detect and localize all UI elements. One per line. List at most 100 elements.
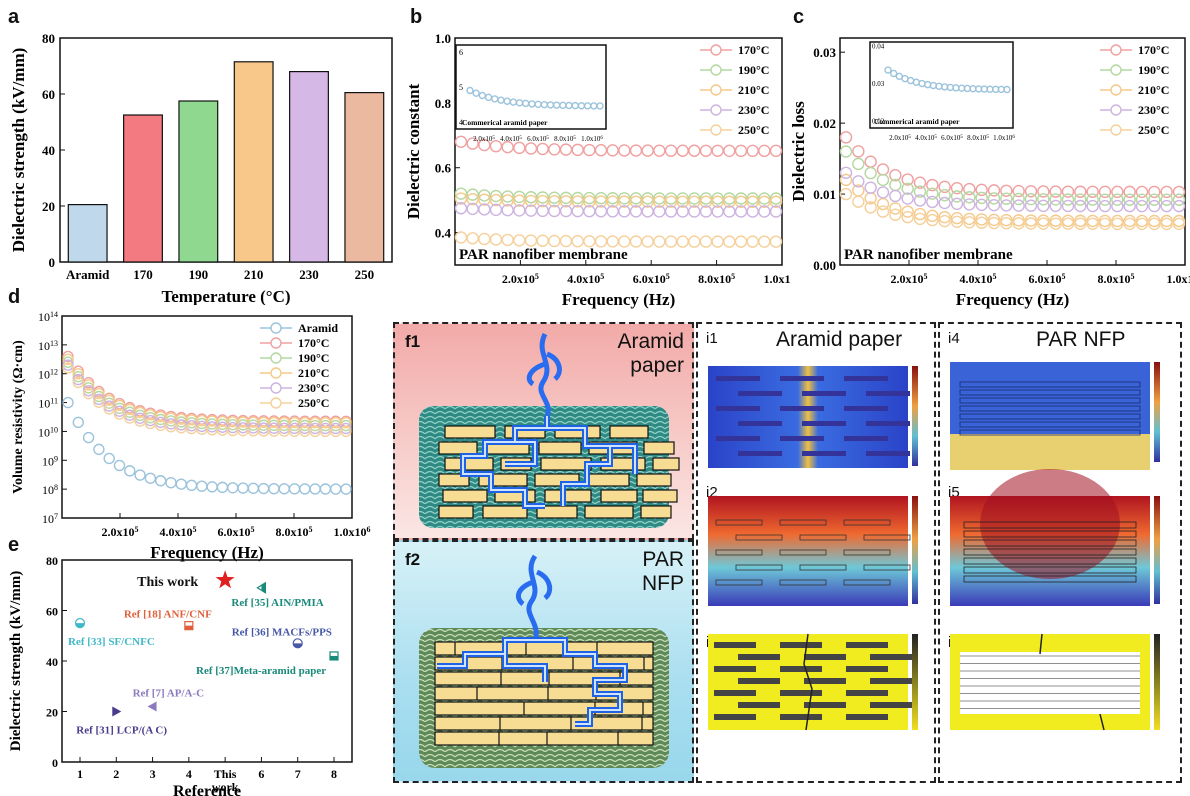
panel-label-i2: i2 [706,484,718,501]
layer-outline [963,557,1137,565]
series-point-230°C [1012,199,1025,212]
platelet [846,714,888,720]
y-tick-label: 0.00 [813,258,836,273]
legend-marker [270,337,282,349]
series-point-230°C [950,197,964,211]
series-point-190°C [340,419,352,432]
series-point-210°C [72,368,84,380]
ref-marker [147,701,157,712]
series-point-250°C [676,235,689,248]
series-point-250°C [746,235,759,248]
legend-marker [710,104,722,116]
series-point-170°C [1135,185,1149,199]
series-point-230°C [340,422,352,435]
legend-label: 170°C [298,336,329,350]
series-point-250°C [618,235,631,248]
field-map-i4-low [950,434,1150,470]
series-point-210°C [975,213,988,226]
legend-label: 230°C [298,381,329,395]
platelet [804,678,846,684]
series-point-190°C [1061,193,1075,206]
series-point-Aramid [257,482,270,495]
series-point-250°C [926,213,939,227]
series-point-190°C [864,166,877,180]
layer-outline [963,566,1137,574]
platelet [716,376,760,381]
inset-frame [455,44,607,130]
series-point-230°C [1172,199,1186,213]
y-tick-label: 0.6 [435,161,452,176]
bar [67,204,108,263]
series-point-230°C [1049,199,1062,213]
nanosheet-brick [544,489,592,503]
layer-outline [959,413,1141,420]
x-tick-label: 210 [244,267,264,282]
platelet [870,702,912,708]
series-point-170°C [571,143,584,157]
legend-marker [270,367,282,379]
layer-outline [959,397,1141,404]
y-tick-label: 80 [42,31,55,46]
series-point-170°C [963,182,976,196]
platelet [716,406,760,411]
series-point-Aramid [340,483,352,495]
layer-outline [963,530,1137,538]
series-point-Aramid [206,481,218,493]
series-point-170°C [889,169,902,182]
nanosheet-brick [584,505,634,519]
series-point-170°C [513,141,526,155]
series-point-250°C [72,376,84,389]
series-point-190°C [1024,192,1038,206]
inset-y-tick-label: 0.03 [872,80,885,88]
series-point-210°C [1160,214,1173,228]
platelet [843,519,891,526]
y-tick-label: 0 [52,756,58,770]
series-point-Aramid [216,481,229,494]
panel-i-aramid: i1 Aramid paper i2 i3 [696,322,936,783]
series-point-250°C [876,205,890,218]
nanosheet-brick [444,425,496,439]
series-point-Aramid [247,482,260,495]
series-point-250°C [641,235,654,248]
series-point-190°C [876,173,890,187]
series-point-190°C [913,185,927,198]
series-point-170°C [1012,184,1025,198]
series-point-170°C [1000,184,1013,197]
series-point-250°C [1148,217,1161,231]
inset-x-tick-label: 4.0x105 [500,135,522,143]
f2-title: PAR NFP [642,548,684,595]
series-point-250°C [852,195,865,208]
series-point-210°C [1086,214,1099,228]
series-point-210°C [1148,214,1161,228]
series-point-210°C [926,209,939,223]
platelet [804,654,846,660]
series-point-230°C [1135,199,1149,213]
panel-i-par: i4 PAR NFP i5 i6 [938,322,1182,783]
series-point-190°C [93,390,105,403]
legend-marker [270,322,282,334]
nanosheet-brick [640,505,672,519]
ref-marker-fill [184,625,193,630]
series-point-Aramid [144,472,157,484]
series-point-250°C [1037,217,1050,230]
series-point-250°C [489,233,503,246]
x-axis-label: Frequency (Hz) [150,543,263,562]
series-point-250°C [340,425,352,438]
legend-label: 190°C [298,351,329,365]
panel-label-a: a [8,6,20,28]
y-tick-label: 0.01 [813,187,836,202]
legend-marker [710,84,722,96]
nanosheet-brick [609,425,649,439]
layer-outline [959,381,1141,388]
nanosheet-brick [588,473,630,487]
series-point-170°C [478,138,491,152]
series-point-250°C [124,412,136,424]
series-point-190°C [1135,193,1149,206]
series-point-inset [884,66,892,74]
inset-x-tick-label: 8.0x105 [967,134,989,142]
series-point-190°C [454,187,468,200]
x-tick-label: 4.0x105 [160,525,197,540]
series-point-250°C [769,235,783,248]
series-point-190°C [852,157,865,171]
